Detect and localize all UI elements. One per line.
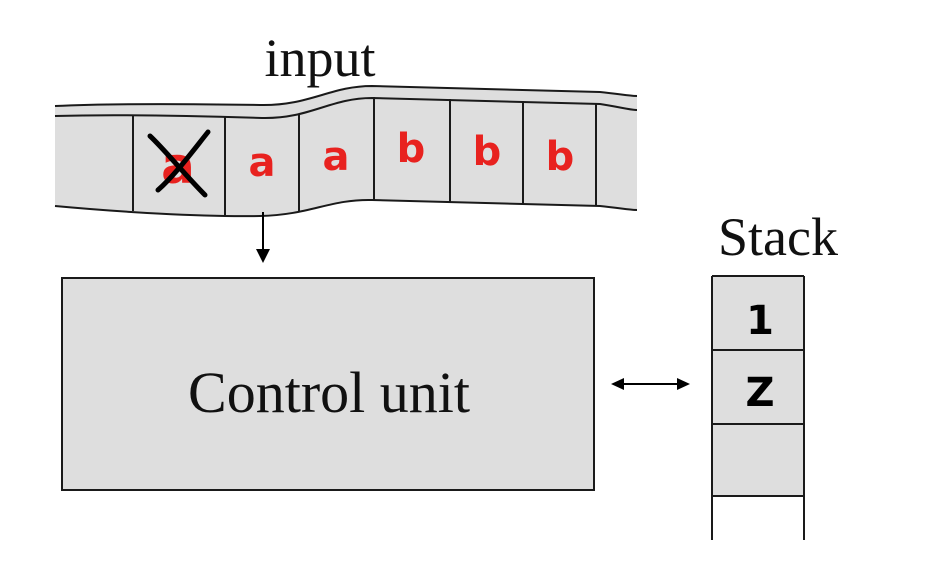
- input-tape: a a a b b b: [54, 84, 638, 218]
- tape-body: [55, 86, 637, 217]
- tape-symbol: b: [473, 129, 502, 175]
- tape-middle-edge: [54, 96, 638, 120]
- stack-label: Stack: [718, 207, 838, 267]
- read-head-arrow: [256, 212, 270, 263]
- tape-symbol: a: [249, 140, 276, 186]
- stack-body: [712, 276, 804, 496]
- control-unit-label: Control unit: [188, 360, 470, 425]
- cross-out-mark: [147, 129, 211, 198]
- stack-cell: 1: [746, 298, 774, 344]
- stack-cell: Z: [745, 370, 774, 416]
- input-label: input: [264, 28, 375, 88]
- tape-top-edge: [54, 84, 638, 107]
- tape-symbol: a: [323, 134, 350, 180]
- stack-access-arrow: [611, 378, 690, 390]
- tape-bottom-edge: [54, 198, 638, 218]
- tape-symbol: b: [397, 126, 426, 172]
- control-unit-box: [61, 277, 595, 491]
- tape-symbol: b: [546, 134, 575, 180]
- stack: 1 Z: [711, 275, 805, 540]
